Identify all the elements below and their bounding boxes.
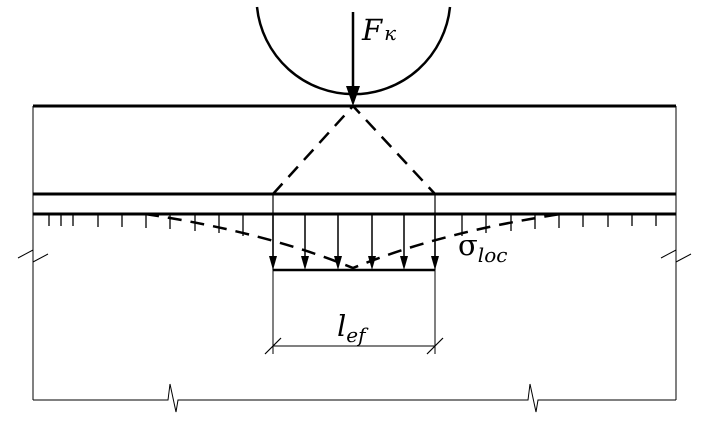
dimension-tick-left [264,337,282,355]
break-mark-left [17,249,49,263]
stress-ticks-left [48,214,244,236]
stress-arrows [272,214,436,258]
length-label: lef [337,309,369,347]
load-spread-lines [272,104,436,195]
stress-distribution-curve [144,212,562,270]
stress-ticks-right [461,214,657,236]
stress-label: σloc [458,228,507,267]
break-mark-right [660,249,692,263]
dimension-tick-right [426,337,444,355]
force-arrow-head [346,86,360,106]
beam-bottom-line [33,383,676,413]
